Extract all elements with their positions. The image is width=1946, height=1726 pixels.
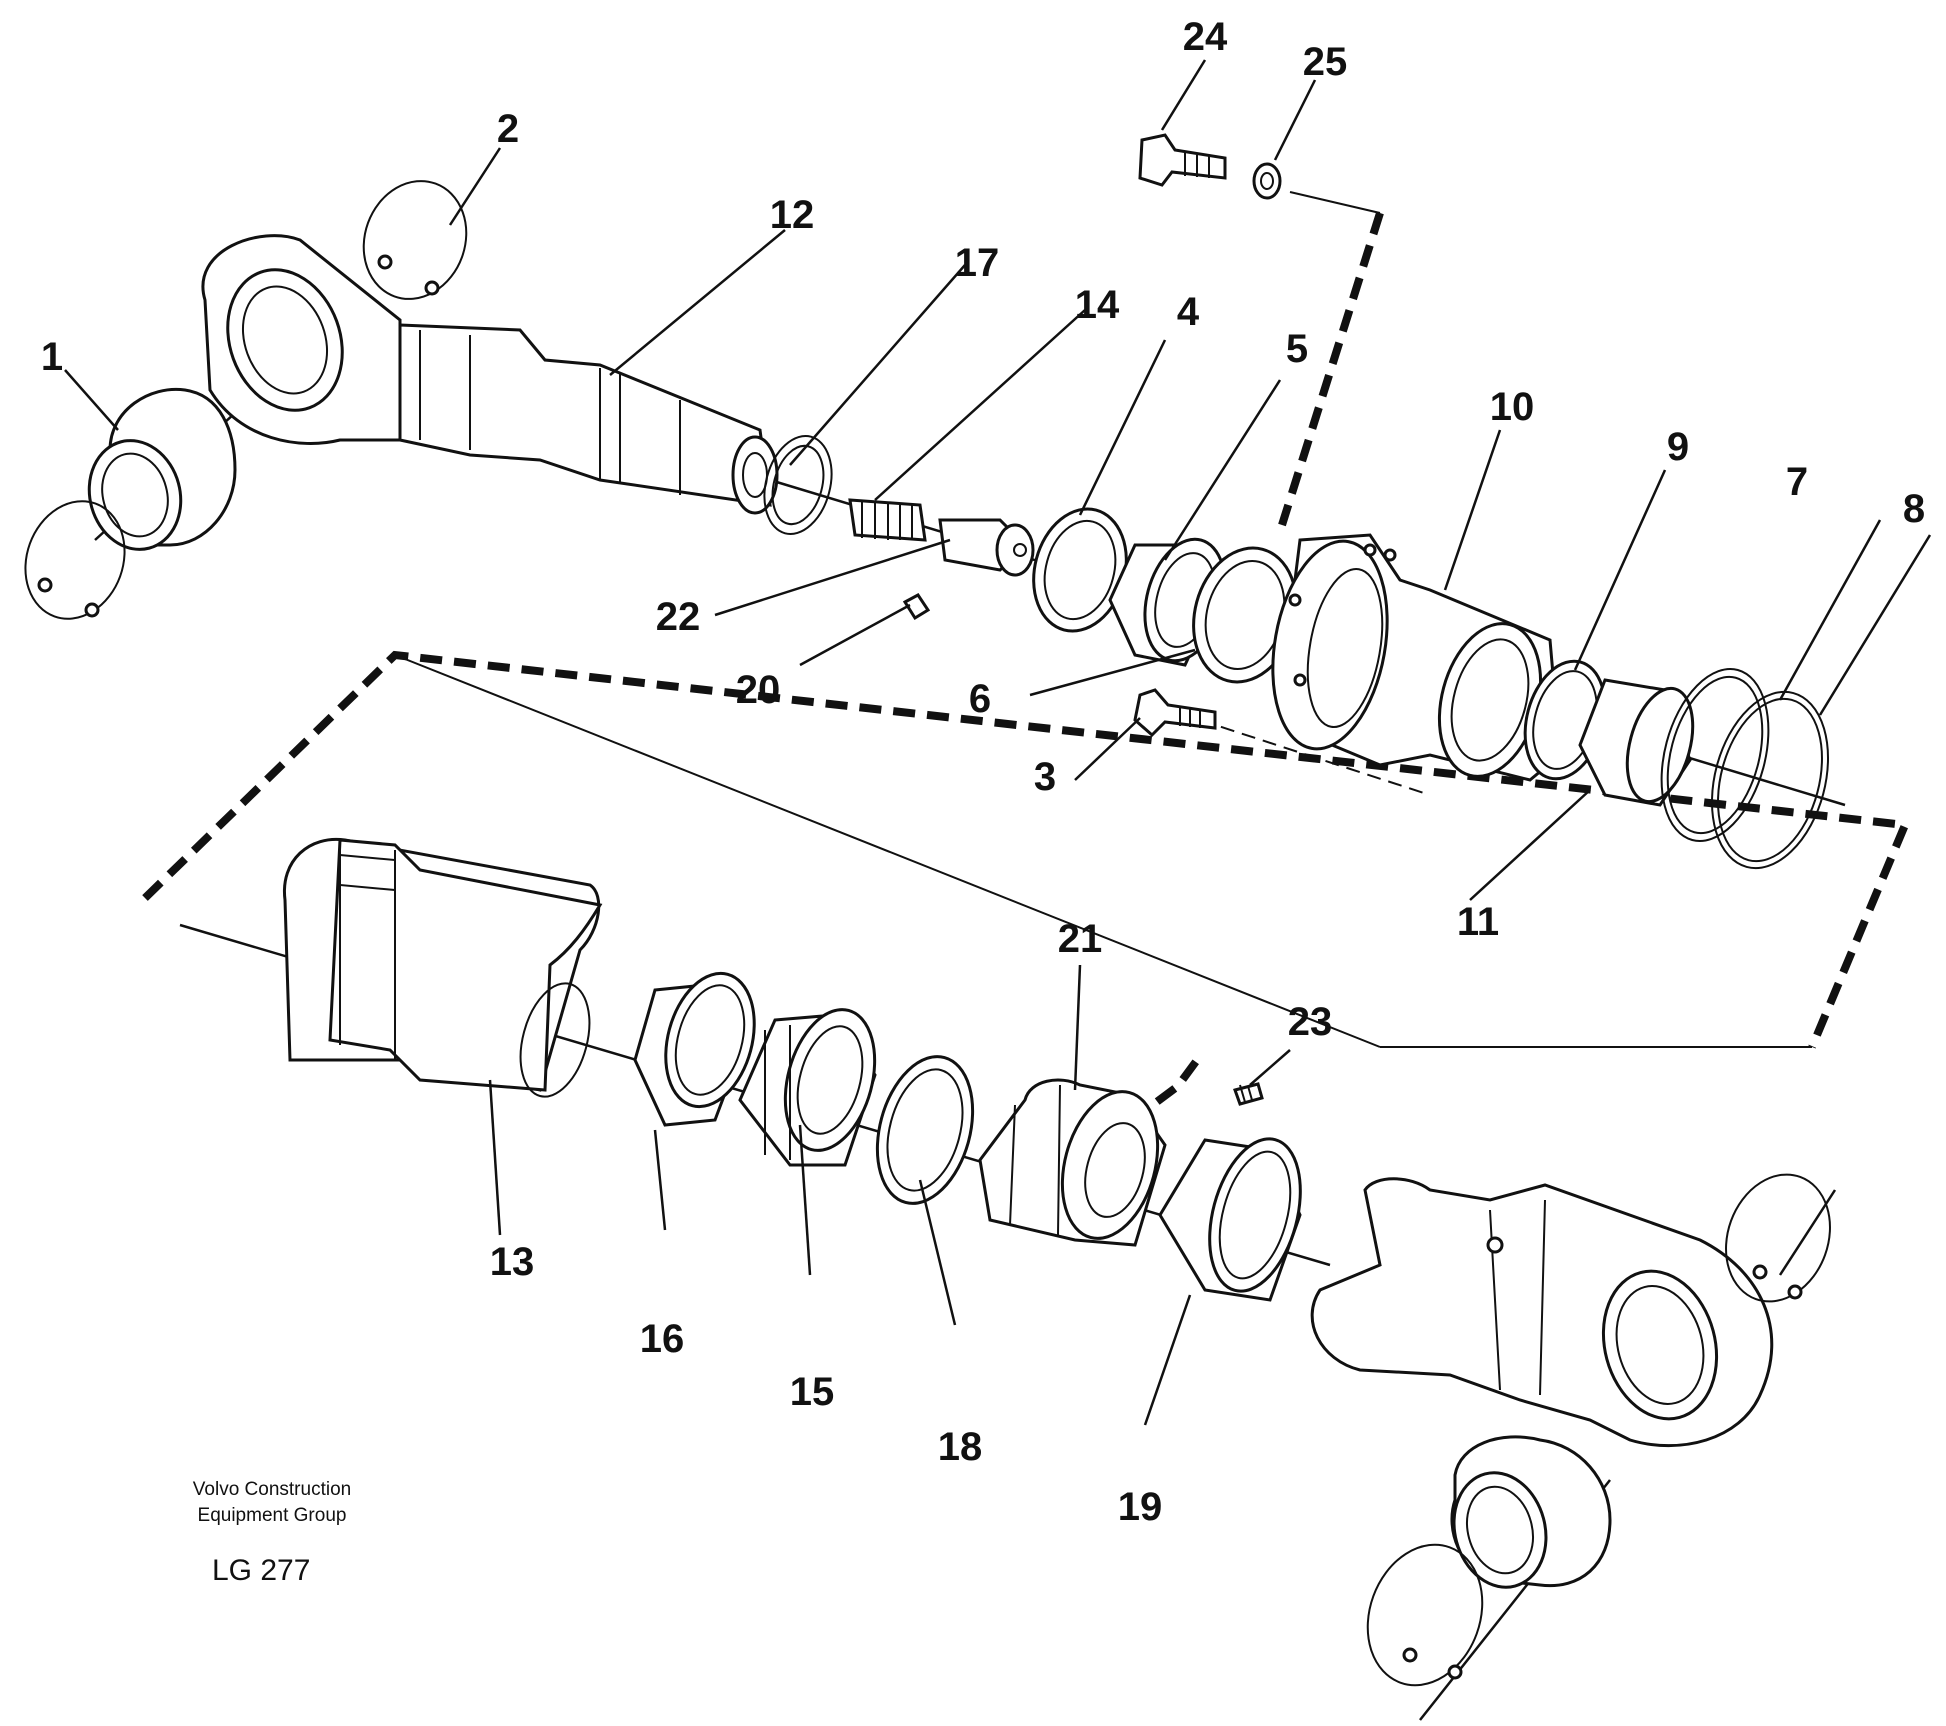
guide-rings-upper bbox=[1032, 507, 1298, 684]
part-label-19: 19 bbox=[1118, 1485, 1163, 1529]
part-label-18: 18 bbox=[938, 1425, 983, 1469]
piston-small-parts bbox=[763, 434, 1035, 621]
part-label-22: 22 bbox=[656, 595, 701, 639]
part-label-25: 25 bbox=[1303, 40, 1348, 84]
part-label-23: 23 bbox=[1288, 1000, 1333, 1044]
part-label-21: 21 bbox=[1058, 917, 1103, 961]
drawing-code: LG 277 bbox=[212, 1554, 310, 1587]
leader-lines bbox=[64, 59, 1932, 1426]
part-label-15: 15 bbox=[790, 1370, 835, 1414]
part-label-11: 11 bbox=[1457, 900, 1499, 944]
part-label-7: 7 bbox=[1786, 460, 1808, 504]
part-label-9: 9 bbox=[1667, 425, 1689, 469]
cylinder-head-assembly bbox=[1133, 133, 1562, 782]
part-label-24: 24 bbox=[1183, 15, 1228, 59]
part-label-3: 3 bbox=[1034, 755, 1056, 799]
piston-rings-lower bbox=[633, 971, 975, 1205]
part-label-6: 6 bbox=[969, 677, 991, 721]
part-number-labels: 1 2 3 4 5 6 7 8 9 10 11 12 13 14 15 17 1… bbox=[41, 15, 1925, 1529]
part-label-16-17: 17 bbox=[955, 241, 1000, 285]
part-label-13: 13 bbox=[490, 1240, 535, 1284]
dashed-assembly-lines bbox=[142, 191, 1911, 1126]
part-label-20: 20 bbox=[736, 668, 781, 712]
part-label-4: 4 bbox=[1177, 290, 1200, 334]
rod-eye-assembly bbox=[24, 180, 779, 620]
cylinder-tube bbox=[282, 837, 603, 1098]
credit-block: Volvo Construction Equipment Group LG 27… bbox=[193, 1479, 351, 1587]
seals-upper-right bbox=[1523, 659, 1830, 870]
part-label-12: 12 bbox=[770, 193, 815, 237]
piston-lower bbox=[978, 1078, 1302, 1302]
part-label-2: 2 bbox=[497, 107, 519, 151]
part-label-1: 1 bbox=[41, 335, 63, 379]
part-label-8: 8 bbox=[1903, 487, 1925, 531]
part-label-10: 10 bbox=[1490, 385, 1535, 429]
part-label-5: 5 bbox=[1286, 327, 1308, 371]
credit-line-1: Volvo Construction bbox=[193, 1479, 351, 1500]
bottom-clevis-assembly bbox=[1310, 1173, 1831, 1687]
part-label-16: 16 bbox=[640, 1317, 685, 1361]
credit-line-2: Equipment Group bbox=[198, 1505, 347, 1526]
part-label-14: 14 bbox=[1075, 283, 1120, 327]
